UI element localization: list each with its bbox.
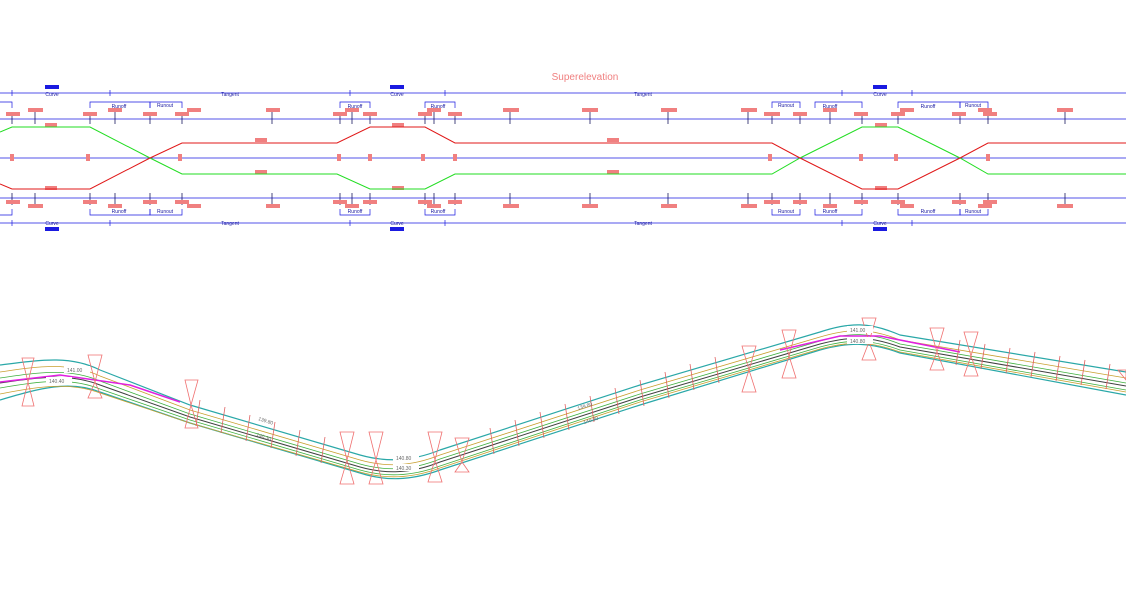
- elevation-label: 140.30: [396, 466, 412, 472]
- value-markers-top: [6, 108, 1073, 190]
- station-line-ticks: [11, 90, 913, 226]
- tangent-label: Tangent: [221, 221, 239, 227]
- runoff-label: Runoff: [348, 209, 363, 215]
- transition-highlight: [0, 374, 181, 403]
- runoff-label: Runoff: [431, 104, 446, 110]
- left-edge-profile: [0, 126, 1126, 190]
- lane-line: [0, 340, 1126, 476]
- runout-label: Runout: [157, 103, 174, 109]
- curve-label: Curve: [390, 221, 404, 227]
- elevation-label: 141.00: [67, 368, 83, 374]
- tangent-label: Tangent: [221, 92, 239, 98]
- page-title: Superelevation: [552, 72, 619, 83]
- runoff-label: Runoff: [348, 104, 363, 110]
- elevation-label: 139.80: [257, 416, 274, 426]
- region-brackets-bottom: [0, 209, 989, 216]
- runoff-label: Runoff: [921, 104, 936, 110]
- cross-section-ticks: [195, 339, 1111, 464]
- curve-label: Curve: [390, 92, 404, 98]
- runout-label: Runout: [778, 209, 795, 215]
- curve-marker: [45, 85, 59, 89]
- runout-label: Runout: [778, 103, 795, 109]
- elevation-label: 140.30: [583, 416, 600, 426]
- value-markers-center: [10, 154, 990, 161]
- curve-marker: [45, 227, 59, 231]
- value-markers-bottom: [6, 200, 1073, 208]
- runout-label: Runout: [965, 103, 982, 109]
- runoff-label: Runoff: [431, 209, 446, 215]
- runoff-label: Runoff: [112, 209, 127, 215]
- curve-marker: [873, 227, 887, 231]
- elevation-labels: 141.00 140.40 139.80 140.30 140.80 140.3…: [46, 326, 873, 472]
- curve-label: Curve: [45, 221, 59, 227]
- elevation-label: 139.80: [577, 402, 594, 412]
- elevation-label: 140.80: [850, 339, 866, 345]
- superelevation-markers: [21, 317, 1126, 485]
- curve-label: Curve: [873, 221, 887, 227]
- transition-highlight: [779, 335, 961, 353]
- road-edge-bottom: [0, 343, 1126, 480]
- station-ticks: [11, 112, 1066, 205]
- right-edge-profile: [0, 126, 1126, 190]
- runout-label: Runout: [965, 209, 982, 215]
- elevation-label: 140.40: [49, 379, 65, 385]
- runoff-label: Runoff: [921, 209, 936, 215]
- alignment-plan-view: 141.00 140.40 139.80 140.30 140.80 140.3…: [0, 317, 1126, 485]
- runoff-label: Runoff: [112, 104, 127, 110]
- curve-marker: [390, 227, 404, 231]
- tangent-label: Tangent: [634, 92, 652, 98]
- elevation-label: 140.30: [255, 432, 272, 442]
- curve-marker: [390, 85, 404, 89]
- curve-marker: [873, 85, 887, 89]
- curve-label: Curve: [873, 92, 887, 98]
- road-edge-top: [0, 324, 1126, 461]
- superelevation-profile: Curve Tangent Curve Tangent Curve Runoff…: [0, 85, 1126, 231]
- elevation-label: 141.00: [850, 328, 866, 334]
- curve-label: Curve: [45, 92, 59, 98]
- runoff-label: Runoff: [823, 209, 838, 215]
- runoff-label: Runoff: [823, 104, 838, 110]
- tangent-label: Tangent: [634, 221, 652, 227]
- elevation-label: 140.80: [396, 456, 412, 462]
- region-brackets-top: [0, 101, 989, 108]
- runout-label: Runout: [157, 209, 174, 215]
